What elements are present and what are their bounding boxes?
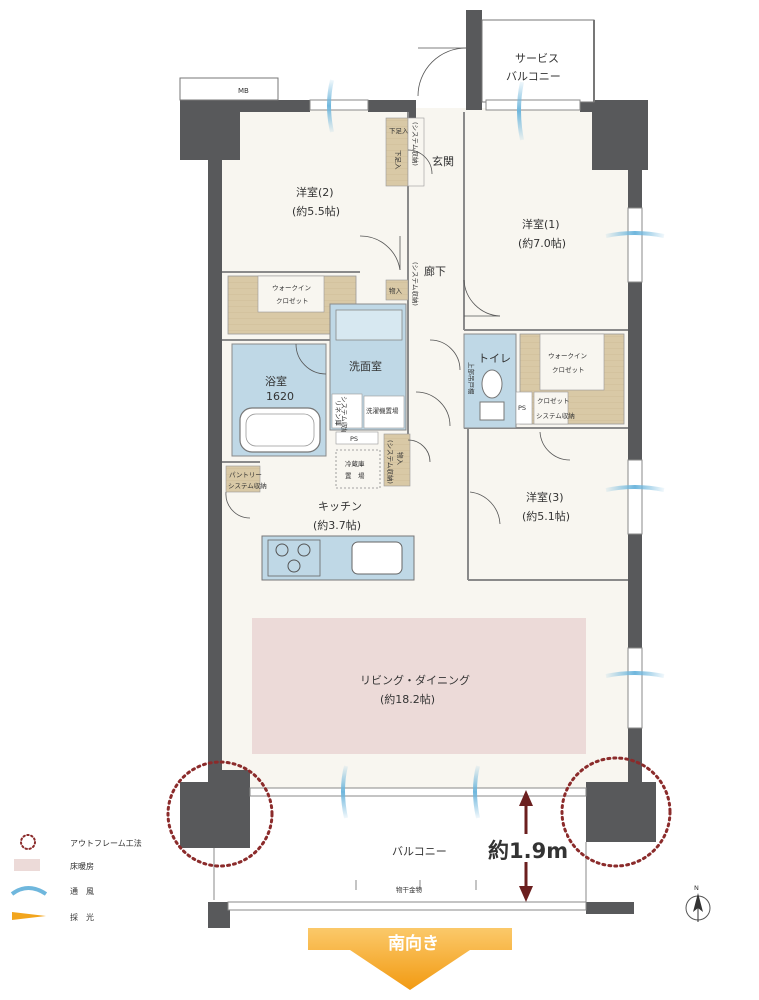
legend-item-light: 採 光 (12, 912, 94, 922)
kitchen-system-storage-label: (システム収納) (386, 440, 395, 484)
floor-heating-swatch (14, 859, 40, 871)
outframe-markers (166, 756, 672, 868)
kitchen-storage-label: 物入 (396, 452, 405, 466)
exterior-walls (180, 10, 656, 928)
closet-label: クロゼット (537, 396, 570, 405)
balcony-outline (213, 842, 587, 902)
kitchen-size: (約3.7帖) (313, 518, 361, 532)
outframe-circle-right (560, 756, 672, 868)
room-2-size: (約5.5帖) (292, 204, 340, 218)
compass-north-label: N (694, 884, 699, 892)
walk-in-closet-right: ウォークイン クロゼット クロゼット システム収納 (519, 333, 625, 425)
shoe-system-storage-label: (システム収納) (411, 122, 420, 166)
wind-icon (605, 485, 665, 492)
bathroom-size: 1620 (266, 390, 294, 403)
hall-storage-label: 物入 (389, 286, 403, 295)
wic-left-label-2: クロゼット (276, 296, 309, 305)
south-arrow: 南向き (308, 928, 512, 990)
ps-hall-label: PS (350, 435, 358, 443)
linen-label: リネン庫 (334, 400, 343, 427)
wind-icon (341, 765, 348, 819)
room-1-size: (約7.0帖) (518, 236, 566, 250)
room-1-name: 洋室(1) (522, 217, 560, 231)
hallway-label: 廊下 (424, 264, 446, 278)
room-3-size: (約5.1帖) (522, 509, 570, 523)
pantry-label: パントリー (229, 471, 262, 479)
kitchen-counter (261, 535, 415, 581)
entrance-label: 玄関 (432, 154, 454, 168)
room-2-name: 洋室(2) (296, 185, 334, 199)
service-balcony-label-1: サービス (515, 52, 559, 65)
dotted-circle-icon (20, 834, 36, 850)
closet-system-label: システム収納 (536, 411, 575, 420)
legend-label-light: 採 光 (70, 912, 94, 922)
legend-item-floor-heating: 床暖房 (14, 859, 94, 871)
wind-icon (605, 231, 665, 238)
wind-icon (327, 79, 334, 133)
pantry: パントリー システム収納 (225, 465, 267, 493)
drying-hardware-label: 物干金物 (396, 885, 423, 894)
balcony-width-label: 約1.9m (488, 839, 568, 863)
wind-light-indicators (327, 79, 665, 819)
legend-label-outframe: アウトフレーム工法 (70, 838, 142, 848)
washer-space-label: 洗濯機置場 (366, 406, 399, 415)
wic-right-label-2: クロゼット (552, 365, 585, 374)
fridge-space-label: 置 場 (345, 471, 365, 480)
hall-system-storage-label: (システム収納) (411, 262, 420, 306)
bathroom-label: 浴室 (265, 374, 287, 388)
legend: アウトフレーム工法 床暖房 通 風 採 光 (10, 834, 142, 922)
toilet-label: トイレ (478, 352, 511, 365)
outframe-circle-left (166, 760, 274, 868)
hall-storage: 物入 (システム収納) (385, 262, 420, 306)
wind-icon (473, 765, 480, 819)
toilet: トイレ 上部吊戸棚 PS (463, 333, 533, 429)
shoe-storage-side-label: 下足入 (394, 150, 402, 170)
shoe-storage: 下足入 下足入 (システム収納) (385, 117, 425, 187)
ld-name: リビング・ダイニング (360, 673, 470, 687)
kitchen-name: キッチン (318, 500, 362, 513)
legend-item-wind: 通 風 (10, 886, 94, 896)
fridge-space: 冷蔵庫 置 場 (335, 449, 381, 489)
shoe-storage-top-label: 下足入 (389, 127, 409, 135)
wind-icon (517, 81, 524, 141)
compass: N (685, 884, 711, 922)
legend-item-outframe: アウトフレーム工法 (20, 834, 142, 850)
legend-label-wind: 通 風 (70, 886, 94, 896)
linen-system-label: システム収納 (340, 396, 349, 435)
balcony-label: バルコニー (392, 845, 447, 858)
washroom: 洗面室 システム収納 リネン庫 洗濯機置場 PS (329, 303, 407, 445)
balcony-dimension: 約1.9m (486, 790, 568, 902)
wind-icon (605, 671, 665, 678)
washroom-label: 洗面室 (349, 359, 382, 373)
wic-left-label-1: ウォークイン (272, 284, 311, 292)
doors (225, 47, 571, 525)
windows (227, 99, 643, 911)
legend-label-floor-heating: 床暖房 (70, 861, 94, 871)
kitchen-storage: (システム収納) 物入 (383, 433, 411, 487)
bathroom: 浴室 1620 (231, 343, 327, 457)
meter-box: MB (179, 77, 279, 101)
toilet-cabinet-label: 上部吊戸棚 (467, 362, 476, 395)
orientation-label: 南向き (388, 933, 439, 954)
ps-toilet-label: PS (518, 404, 526, 412)
room-3-name: 洋室(3) (526, 490, 564, 504)
wic-right-label-1: ウォークイン (548, 352, 587, 360)
service-balcony-label-2: バルコニー (506, 70, 561, 83)
room-labels: 洋室(2) (約5.5帖) 玄関 廊下 洋室(1) (約7.0帖) 洋室(3) … (292, 154, 570, 894)
wind-icon (10, 886, 48, 896)
pantry-system-label: システム収納 (228, 481, 267, 490)
ld-size: (約18.2帖) (380, 692, 435, 706)
mb-label: MB (238, 87, 249, 95)
sunlight-icon (12, 912, 46, 920)
floor-heating-area (252, 618, 586, 754)
fridge-label: 冷蔵庫 (345, 459, 365, 468)
